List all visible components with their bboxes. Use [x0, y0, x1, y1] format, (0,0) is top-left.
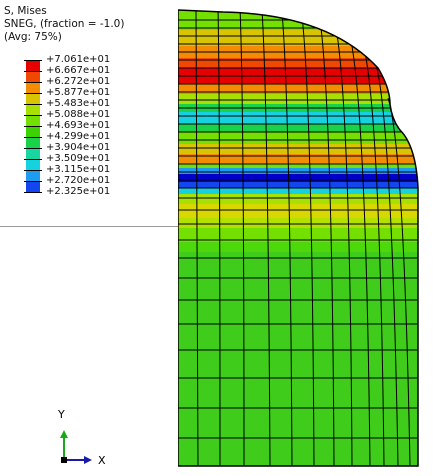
x-axis-label: X: [98, 454, 106, 467]
legend-swatch: [26, 115, 40, 126]
stress-band: [178, 84, 418, 94]
legend-value: +6.272e+01: [46, 76, 111, 87]
stress-band: [178, 58, 418, 68]
legend-value: +4.693e+01: [46, 120, 111, 131]
panel-divider: [0, 226, 178, 227]
legend-tick: [24, 159, 42, 160]
legend-title: S, Mises SNEG, (fraction = -1.0) (Avg: 7…: [4, 5, 124, 44]
legend-swatch: [26, 170, 40, 181]
legend-swatch: [26, 82, 40, 93]
stress-band: [178, 144, 418, 154]
stress-band: [178, 132, 418, 144]
legend-swatch: [26, 159, 40, 170]
legend-tick: [24, 126, 42, 127]
legend-tick: [24, 137, 42, 138]
mesh-outline: [178, 9, 419, 467]
legend-value: +6.667e+01: [46, 65, 111, 76]
legend-swatch: [26, 71, 40, 82]
legend-value: +5.088e+01: [46, 109, 111, 120]
legend-title-line1: S, Mises: [4, 5, 47, 17]
legend-tick: [24, 93, 42, 94]
stress-band: [178, 242, 418, 252]
legend-tick: [24, 170, 42, 171]
stress-band: [178, 204, 418, 218]
axis-triad: Y X: [50, 402, 110, 472]
legend-tick: [24, 82, 42, 83]
y-axis-label: Y: [58, 408, 65, 421]
legend-swatch: [26, 148, 40, 159]
legend-value: +2.325e+01: [46, 186, 111, 197]
fe-mesh-contour[interactable]: [178, 8, 435, 468]
legend-value: +5.877e+01: [46, 87, 111, 98]
legend-tick: [24, 71, 42, 72]
legend-swatch: [26, 93, 40, 104]
legend-tick: [24, 181, 42, 182]
legend-title-line3: (Avg: 75%): [4, 31, 62, 43]
stress-band: [178, 124, 418, 132]
stress-band: [178, 194, 418, 204]
legend-value: +3.115e+01: [46, 164, 111, 175]
legend-swatch: [26, 181, 40, 192]
stress-band: [178, 164, 418, 168]
stress-band: [178, 174, 418, 182]
legend-tick: [24, 104, 42, 105]
legend-swatch: [26, 60, 40, 71]
stress-band: [178, 218, 418, 228]
stress-band: [178, 154, 418, 164]
legend-value: +2.720e+01: [46, 175, 111, 186]
legend-value: +4.299e+01: [46, 131, 111, 142]
legend-tick: [24, 148, 42, 149]
legend-title-line2: SNEG, (fraction = -1.0): [4, 18, 125, 30]
legend-tick: [24, 60, 42, 61]
stress-band: [178, 188, 418, 194]
legend-value: +7.061e+01: [46, 54, 111, 65]
stress-band: [178, 112, 418, 124]
stress-band: [178, 182, 418, 188]
stress-band: [178, 94, 418, 104]
legend-value: +3.904e+01: [46, 142, 111, 153]
stress-band: [178, 228, 418, 242]
legend-swatch: [26, 126, 40, 137]
legend-tick: [24, 115, 42, 116]
legend-swatch: [26, 104, 40, 115]
axis-triad-icon: [60, 430, 92, 464]
legend-value: +3.509e+01: [46, 153, 111, 164]
legend-swatch: [26, 137, 40, 148]
stress-band: [178, 168, 418, 174]
legend-value: +5.483e+01: [46, 98, 111, 109]
legend-tick: [24, 192, 42, 193]
